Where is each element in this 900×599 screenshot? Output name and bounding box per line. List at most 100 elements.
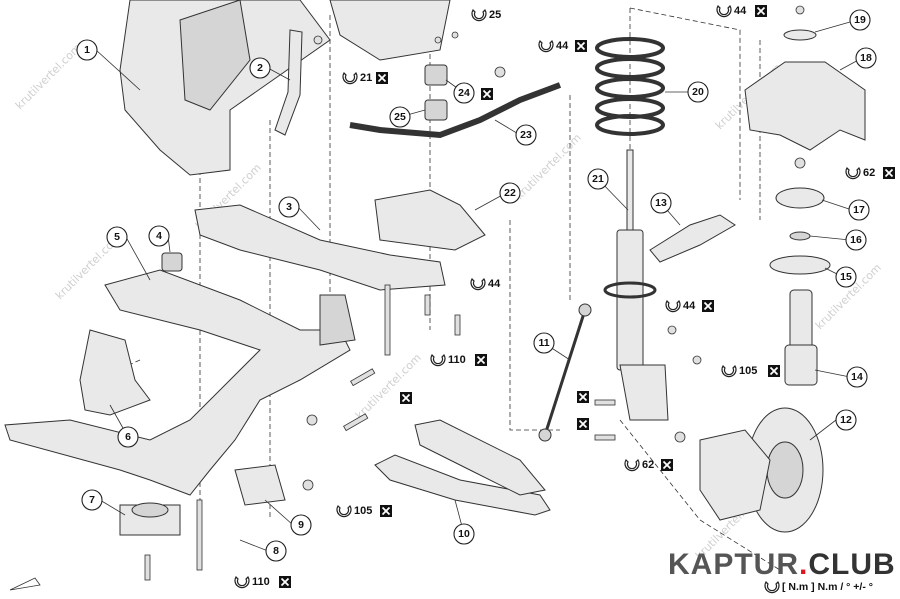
callout-number: 18 — [860, 52, 872, 64]
brake-disc — [699, 407, 824, 533]
torque-wrench-icon — [336, 505, 352, 518]
callout-11: 11 — [533, 332, 555, 354]
torque-badge: 25 — [471, 9, 501, 22]
engine-mount — [119, 502, 181, 536]
torque-value: 110 — [252, 576, 270, 588]
callout-4: 4 — [148, 225, 170, 247]
callout-8: 8 — [265, 540, 287, 562]
replace-part-icon — [576, 390, 590, 404]
watermark-text: krutilvertel.com — [353, 351, 424, 422]
torque-badge: 105 — [336, 504, 393, 518]
callout-6: 6 — [117, 426, 139, 448]
replace-part-icon — [882, 166, 896, 180]
replace-part-icon — [660, 458, 674, 472]
replace-part-icon — [474, 353, 488, 367]
callout-number: 24 — [458, 87, 470, 99]
callout-number: 14 — [851, 371, 863, 383]
callout-16: 16 — [845, 229, 867, 251]
torque-value: 44 — [556, 40, 569, 52]
callout-21: 21 — [587, 168, 609, 190]
torque-badge: 62 — [845, 166, 896, 180]
callout-number: 23 — [520, 129, 532, 141]
callout-19: 19 — [849, 9, 871, 31]
callout-13: 13 — [650, 192, 672, 214]
stabilizer-bracket — [374, 189, 486, 251]
callout-number: 6 — [125, 431, 131, 443]
stabilizer-bushing — [424, 64, 448, 86]
stabilizer-bushing-clamp — [424, 99, 448, 121]
torque-badge — [576, 417, 590, 431]
replace-part-icon — [480, 87, 494, 101]
torque-wrench-icon — [845, 167, 861, 180]
callout-20: 20 — [687, 81, 709, 103]
callout-number: 8 — [273, 545, 279, 557]
torque-wrench-icon — [665, 300, 681, 313]
shock-absorber — [603, 149, 669, 421]
torque-value: 62 — [863, 167, 875, 179]
callout-number: 12 — [840, 414, 852, 426]
torque-wrench-icon — [342, 72, 358, 85]
callout-number: 22 — [504, 187, 516, 199]
body-rail — [119, 0, 451, 176]
stabilizer-link — [538, 303, 592, 442]
washer — [783, 29, 817, 41]
replace-part-icon — [278, 575, 292, 589]
brand-name: KAPTUR — [668, 548, 799, 581]
callout-1: 1 — [76, 39, 98, 61]
bushing — [161, 252, 183, 272]
torque-value: 44 — [488, 278, 501, 290]
replace-part-icon — [701, 299, 715, 313]
bearing — [789, 231, 811, 241]
watermark-text: krutilvertel.com — [13, 41, 84, 112]
brand-dot: . — [799, 548, 809, 581]
spring-seat — [769, 255, 831, 275]
torque-wrench-icon — [716, 5, 732, 18]
callout-number: 1 — [84, 44, 90, 56]
torque-value: 110 — [448, 354, 466, 366]
callout-25: 25 — [389, 106, 411, 128]
torque-badge: 44 — [470, 278, 501, 291]
torque-badge — [399, 391, 413, 405]
callout-7: 7 — [81, 489, 103, 511]
legend-text: [ N.m ] N.m / ° +/- ° — [782, 581, 873, 593]
callout-number: 17 — [853, 204, 865, 216]
torque-wrench-icon — [234, 576, 250, 589]
torque-badge — [480, 87, 494, 101]
callout-17: 17 — [848, 199, 870, 221]
torque-badge: 44 — [538, 39, 588, 53]
torque-specs: 44 25 44 21 44 110 44 105 62 62 105 110 — [234, 4, 896, 589]
callout-number: 11 — [538, 337, 549, 349]
torque-wrench-icon — [470, 278, 486, 291]
coil-spring — [595, 37, 665, 136]
callout-18: 18 — [855, 47, 877, 69]
callout-2: 2 — [249, 57, 271, 79]
replace-part-icon — [399, 391, 413, 405]
lower-control-arm — [374, 419, 551, 516]
torque-wrench-icon — [471, 9, 487, 22]
callout-12: 12 — [835, 409, 857, 431]
callout-number: 20 — [692, 86, 704, 98]
callout-number: 3 — [286, 201, 292, 213]
strut-tower — [744, 61, 866, 151]
torque-badge — [576, 390, 590, 404]
callout-3: 3 — [278, 196, 300, 218]
torque-wrench-icon — [538, 40, 554, 53]
torque-badge: 21 — [342, 71, 389, 85]
torque-badge: 44 — [716, 4, 768, 18]
orientation-arrow — [9, 577, 41, 591]
callout-number: 15 — [840, 271, 852, 283]
replace-part-icon — [767, 364, 781, 378]
callout-14: 14 — [846, 366, 868, 388]
torque-badge: 44 — [665, 299, 715, 313]
fasteners — [144, 5, 806, 581]
hose-bracket — [649, 214, 736, 263]
torque-wrench-icon — [721, 365, 737, 378]
torque-badge: 110 — [234, 575, 292, 589]
callout-number: 4 — [156, 230, 162, 242]
top-mount — [775, 187, 825, 209]
callout-number: 13 — [655, 197, 667, 209]
torque-value: 21 — [360, 72, 372, 84]
stabilizer-bar — [349, 82, 562, 139]
torque-wrench-icon — [624, 459, 640, 472]
